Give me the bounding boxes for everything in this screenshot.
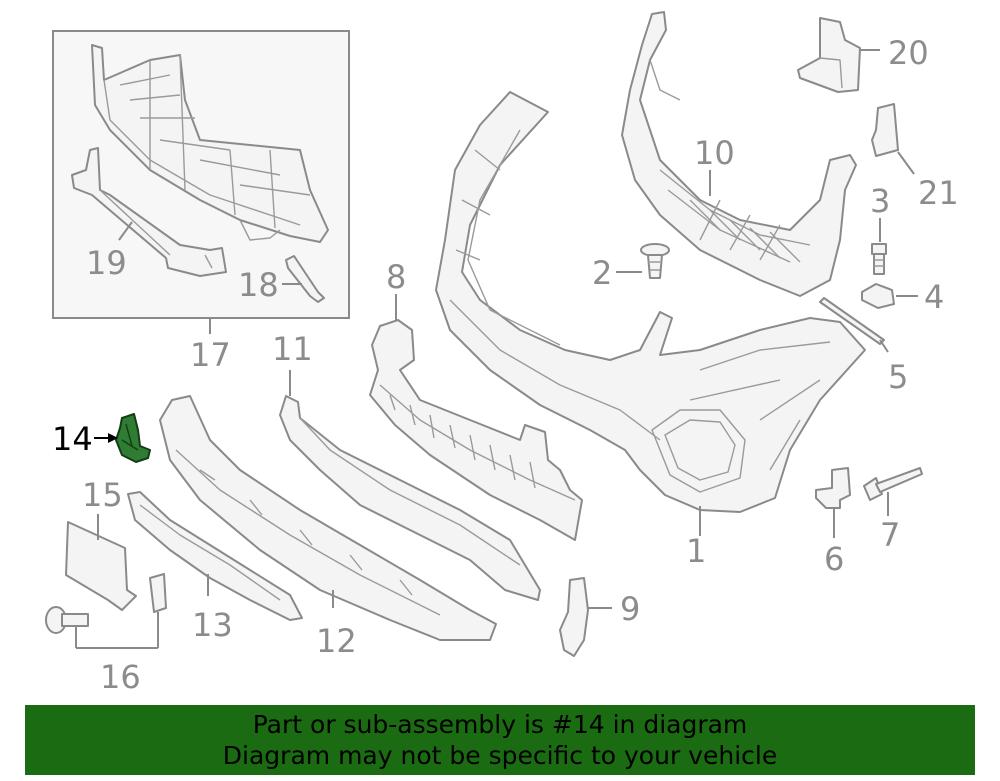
callout-20: 20 <box>888 34 929 72</box>
strap-18 <box>285 255 325 303</box>
banner-line-part-number: Part or sub-assembly is #14 in diagram <box>252 710 748 739</box>
parts-diagram: 1 2 3 4 5 6 7 8 9 10 11 12 13 14 15 16 1… <box>45 11 959 696</box>
part-3-bolt <box>871 243 887 275</box>
callout-14: 14 <box>52 420 93 458</box>
callout-17: 17 <box>190 336 231 374</box>
callout-1: 1 <box>686 532 706 570</box>
callout-2: 2 <box>592 254 612 292</box>
part-5-molding <box>819 297 885 345</box>
part-7-fastener <box>863 467 923 501</box>
part-9-bracket <box>559 577 589 657</box>
callout-3: 3 <box>870 182 890 220</box>
info-banner: Part or sub-assembly is #14 in diagram D… <box>25 705 975 775</box>
part-2-clip <box>640 243 670 279</box>
callout-11: 11 <box>272 330 313 368</box>
part-6-bracket <box>815 467 851 509</box>
part-8-absorber <box>369 319 583 541</box>
callout-16: 16 <box>100 658 141 696</box>
callout-7: 7 <box>880 516 900 554</box>
sub-assembly-box-17 <box>52 30 350 319</box>
callout-21: 21 <box>918 174 959 212</box>
callout-5: 5 <box>888 358 908 396</box>
part-21-bracket <box>871 103 899 157</box>
callout-12: 12 <box>316 622 357 660</box>
part-14-bracket-highlighted <box>115 413 151 463</box>
callout-18: 18 <box>238 266 279 304</box>
banner-line-disclaimer: Diagram may not be specific to your vehi… <box>222 741 778 770</box>
part-12-lower-cover <box>159 395 497 641</box>
callout-19: 19 <box>86 244 127 282</box>
callout-10: 10 <box>694 134 735 172</box>
callout-9: 9 <box>620 590 640 628</box>
callout-labels: 1 2 3 4 5 6 7 8 9 10 11 12 13 14 15 16 1… <box>52 34 959 696</box>
part-13-trim-strip <box>127 491 303 621</box>
callout-15: 15 <box>82 476 123 514</box>
callout-4: 4 <box>924 278 944 316</box>
part-15-license-plate-bracket <box>65 521 137 611</box>
callout-6: 6 <box>824 540 844 578</box>
part-4-clip <box>861 283 895 309</box>
part-16-hardware <box>45 573 167 649</box>
part-10-grille <box>621 11 857 297</box>
part-1-bumper-cover <box>435 91 866 513</box>
part-11-lower-grille <box>279 395 541 601</box>
callout-8: 8 <box>386 258 406 296</box>
callout-13: 13 <box>192 606 233 644</box>
reinforcement-beam <box>91 44 329 243</box>
part-20-bracket <box>797 17 861 93</box>
